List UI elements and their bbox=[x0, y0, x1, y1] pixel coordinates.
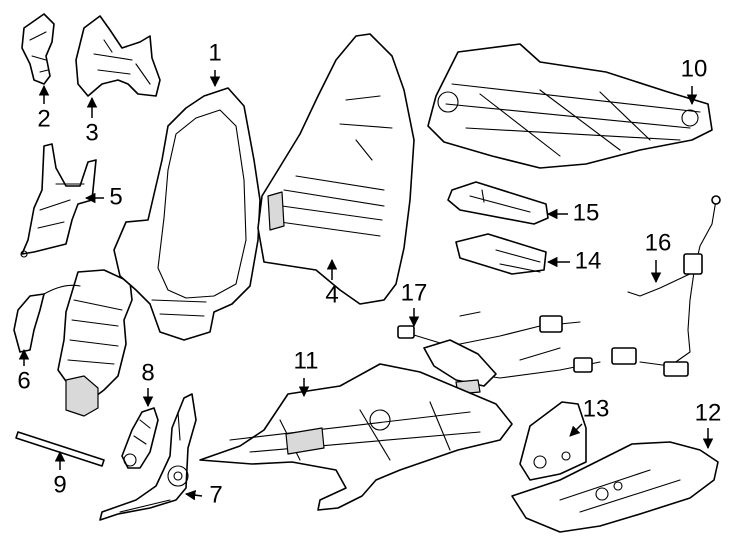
part-6-lumbar-assembly bbox=[13, 269, 133, 417]
callout-2: 2 bbox=[37, 105, 50, 132]
callout-1: 1 bbox=[208, 39, 221, 66]
callout-11: 11 bbox=[294, 347, 319, 374]
part-3-shell-trim bbox=[75, 15, 161, 97]
callout-16: 16 bbox=[645, 229, 672, 256]
part-16-wiring-harness bbox=[611, 195, 721, 377]
callout-labels: 1 2 3 4 5 6 7 8 9 10 11 12 13 14 15 16 1… bbox=[17, 39, 721, 508]
callout-8: 8 bbox=[141, 359, 154, 386]
part-2-side-trim bbox=[21, 13, 55, 85]
part-15-switch-housing bbox=[447, 181, 549, 225]
part-9-rod bbox=[15, 431, 105, 467]
part-12-side-cover bbox=[511, 441, 719, 533]
leader-lines bbox=[18, 70, 714, 501]
callout-4: 4 bbox=[325, 281, 338, 308]
part-1-seatback-frame bbox=[113, 87, 261, 341]
callout-15: 15 bbox=[573, 199, 600, 226]
part-7-side-shield bbox=[99, 393, 197, 521]
leader-13 bbox=[569, 423, 583, 437]
callout-13: 13 bbox=[583, 395, 610, 422]
callout-12: 12 bbox=[695, 399, 722, 426]
part-5-bracket bbox=[20, 143, 97, 258]
callout-5: 5 bbox=[109, 183, 122, 210]
callout-14: 14 bbox=[575, 247, 602, 274]
callout-17: 17 bbox=[401, 279, 428, 306]
part-17-harness-bundle bbox=[397, 311, 601, 395]
part-13-switch-bezel bbox=[519, 401, 587, 481]
leader-7 bbox=[184, 489, 203, 501]
part-8-recliner-motor bbox=[121, 407, 159, 469]
part-4-seatback-panel bbox=[257, 33, 415, 305]
callout-10: 10 bbox=[681, 55, 708, 82]
callout-6: 6 bbox=[17, 367, 30, 394]
part-10-cushion-frame bbox=[427, 43, 713, 169]
callout-9: 9 bbox=[53, 471, 66, 498]
part-14-module-box bbox=[455, 233, 547, 275]
callout-7: 7 bbox=[209, 481, 222, 508]
part-11-seat-adjuster bbox=[199, 363, 513, 511]
callout-3: 3 bbox=[85, 119, 98, 146]
